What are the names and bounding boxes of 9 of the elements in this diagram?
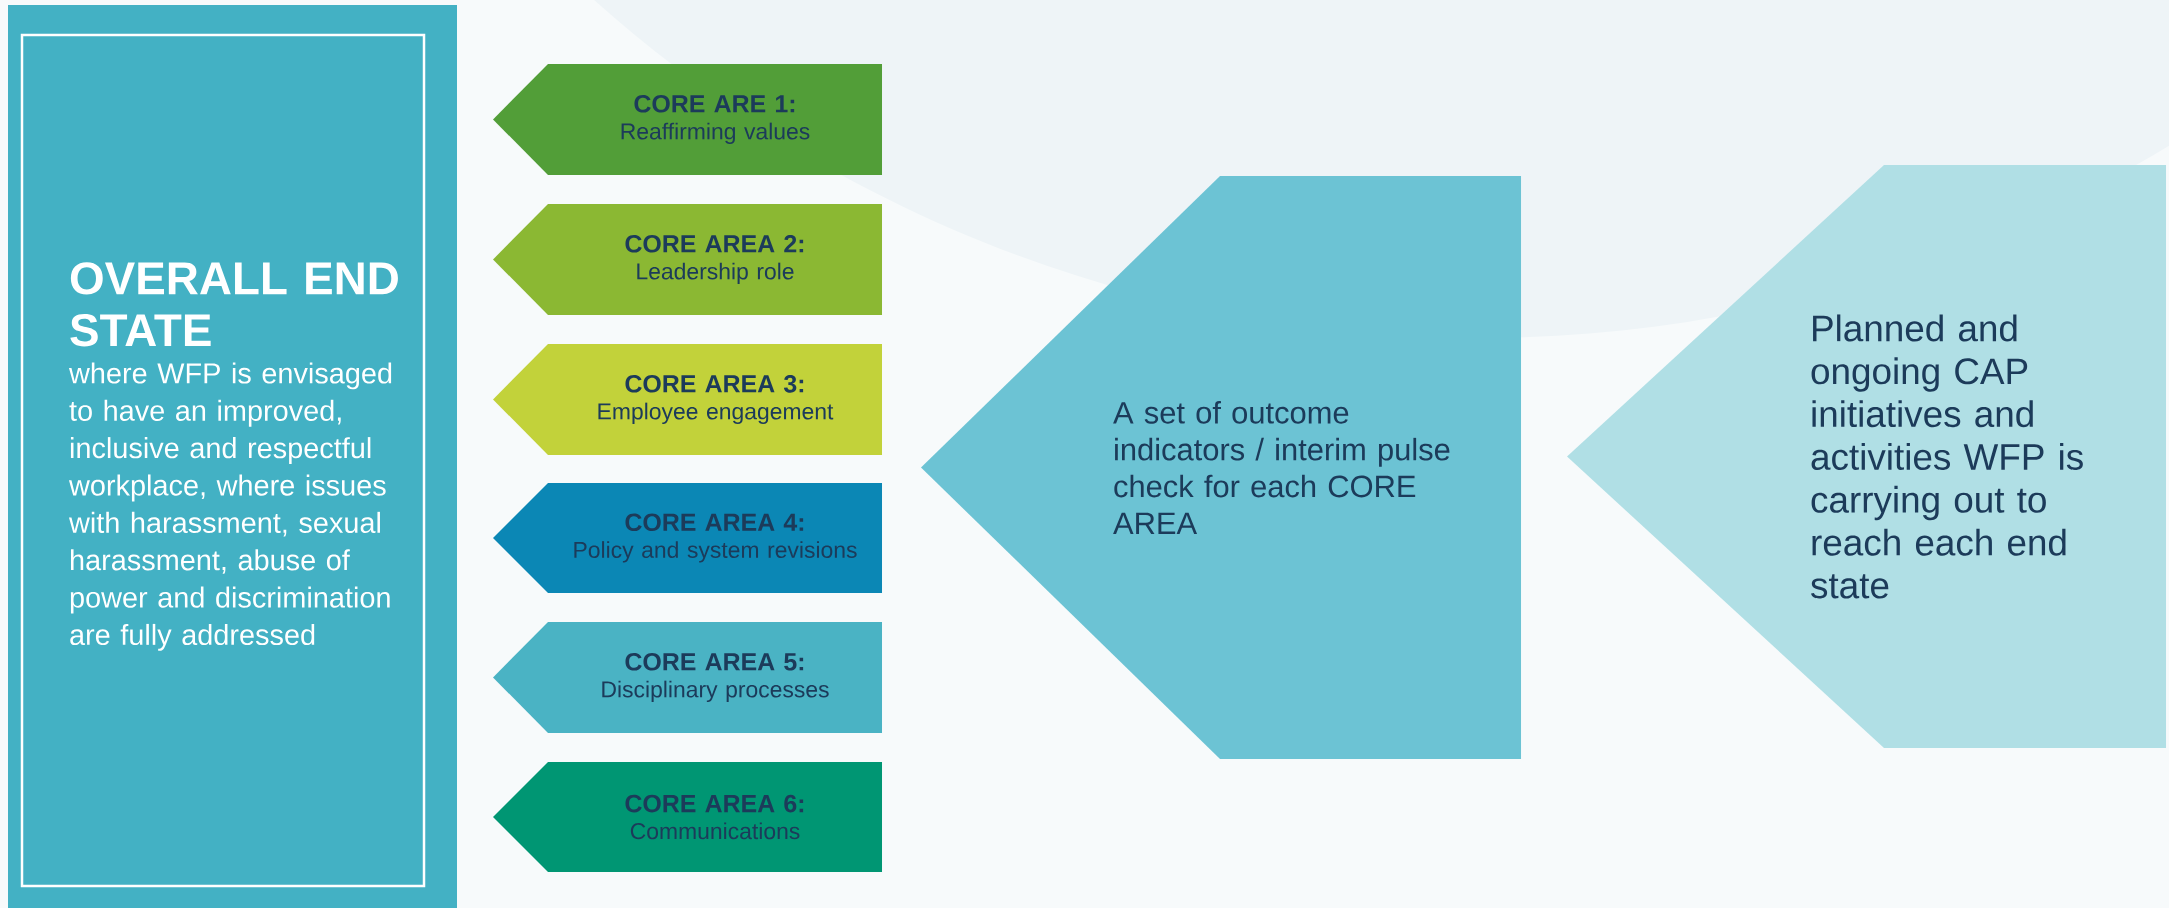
core-area-tag: CORE AREA 6: Communications	[493, 762, 882, 872]
outcome-panel: A set of outcome indicators / interim pulse check for each CORE AREA	[921, 176, 1521, 759]
core-area-tag: CORE ARE 1: Reaffirming values	[493, 64, 882, 175]
core-area-tag: CORE AREA 4: Policy and system revisions	[493, 483, 882, 593]
end-state-panel: OVERALL END STATE where WFP is envisaged to have an improved, inclusive and respectful workplace, where issues with harassment, sexual harassment, abuse of power and discrimination are fully addressed	[8, 5, 457, 908]
core-area-tag: CORE AREA 2: Leadership role	[493, 204, 882, 315]
core-area-tag: CORE AREA 3: Employee engagement	[493, 344, 882, 455]
core-area-tag: CORE AREA 5: Disciplinary processes	[493, 622, 882, 733]
activities-panel: Planned and ongoing CAP initiatives and activities WFP is carrying out to reach each end state	[1567, 165, 2167, 748]
